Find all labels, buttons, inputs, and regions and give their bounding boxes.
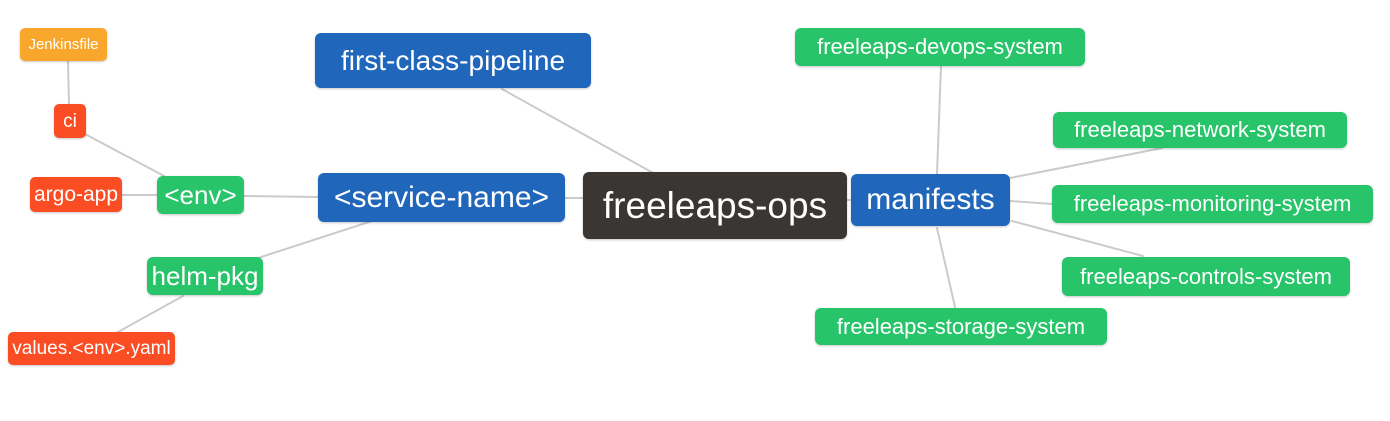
node-service-name[interactable]: <service-name> [318,173,565,222]
node-jenkinsfile[interactable]: Jenkinsfile [20,28,107,61]
node-freeleaps-storage-system[interactable]: freeleaps-storage-system [815,308,1107,345]
node-freeleaps-network-system[interactable]: freeleaps-network-system [1053,112,1347,148]
edge-ci-jenkinsfile [67,60,70,105]
node-freeleaps-devops-system[interactable]: freeleaps-devops-system [795,28,1085,66]
edge-manifests-monitoring [1009,200,1053,205]
node-freeleaps-ops-root[interactable]: freeleaps-ops [583,172,847,239]
edge-helm-pkg-values [117,295,184,333]
edge-env-ci [84,133,167,178]
edge-root-first-class-pipeline [501,88,656,175]
edge-service-name-helm-pkg [257,220,373,259]
node-env[interactable]: <env> [157,176,244,214]
node-manifests[interactable]: manifests [851,174,1010,226]
node-ci[interactable]: ci [54,104,86,138]
edge-manifests-devops [936,65,942,175]
node-freeleaps-controls-system[interactable]: freeleaps-controls-system [1062,257,1350,296]
edge-service-name-env [243,195,319,198]
edge-manifests-controls [1011,220,1144,257]
node-helm-pkg[interactable]: helm-pkg [147,257,263,295]
node-first-class-pipeline[interactable]: first-class-pipeline [315,33,591,88]
edge-manifests-storage [936,227,956,308]
edge-manifests-network [1009,147,1163,179]
node-values-env-yaml[interactable]: values.<env>.yaml [8,332,175,365]
node-freeleaps-monitoring-system[interactable]: freeleaps-monitoring-system [1052,185,1373,223]
node-argo-app[interactable]: argo-app [30,177,122,212]
